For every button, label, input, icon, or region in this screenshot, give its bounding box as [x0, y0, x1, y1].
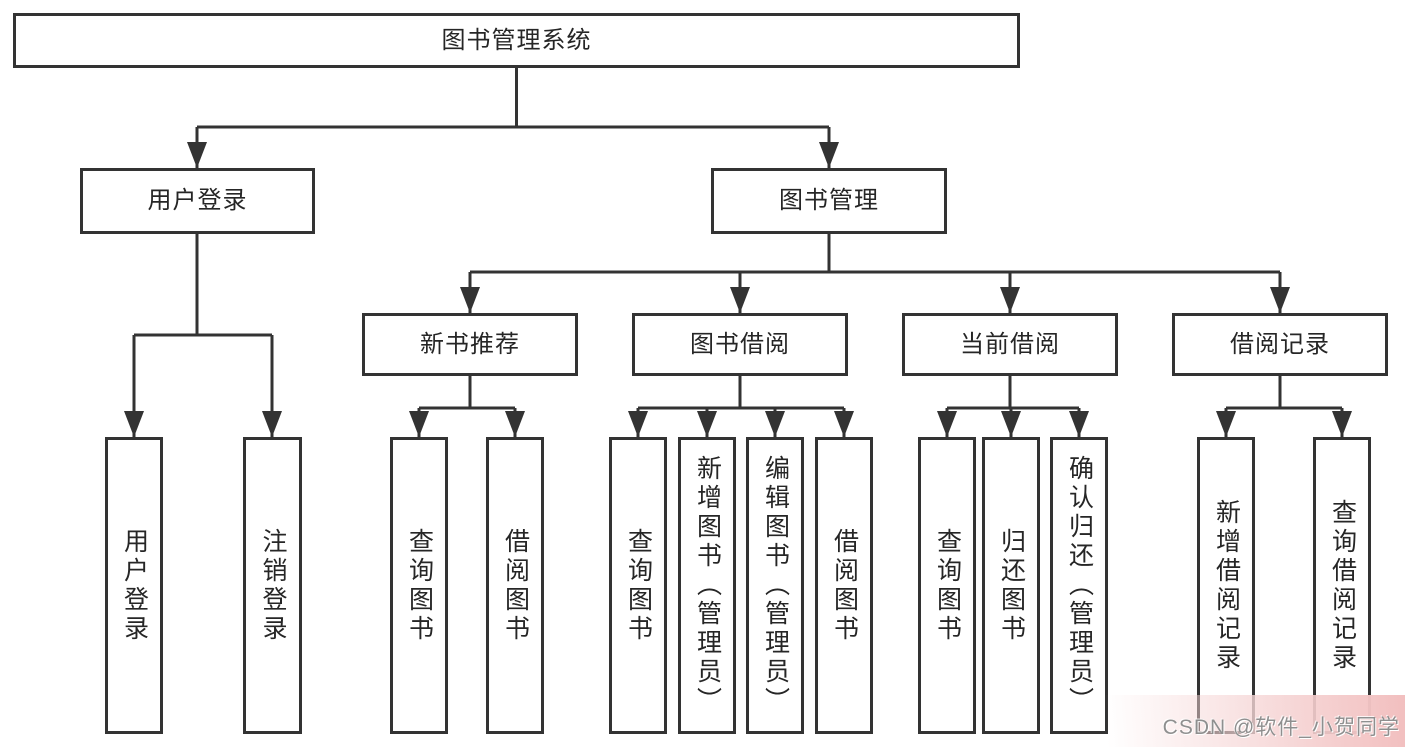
node-bb-add-label: 新增图书（管理员） [693, 455, 722, 716]
node-logout-action: 注销登录 [243, 437, 302, 734]
edge-book-mgmt-trunk [470, 234, 1280, 274]
node-bb-edit-label: 编辑图书（管理员） [761, 455, 790, 716]
node-nb-query: 查询图书 [390, 437, 448, 734]
node-nb-borrow: 借阅图书 [486, 437, 544, 734]
node-root: 图书管理系统 [13, 13, 1020, 68]
node-current-borrow-label: 当前借阅 [960, 330, 1060, 358]
node-login-action: 用户登录 [105, 437, 163, 734]
node-cb-query: 查询图书 [918, 437, 976, 734]
edge-root-trunk [197, 68, 829, 129]
node-book-borrow-label: 图书借阅 [690, 330, 790, 358]
node-cb-query-label: 查询图书 [933, 527, 962, 644]
node-nb-query-label: 查询图书 [405, 527, 434, 644]
edge-borrow-records-trunk [1226, 376, 1342, 410]
node-new-books-label: 新书推荐 [420, 330, 520, 358]
node-bb-add: 新增图书（管理员） [678, 437, 736, 734]
node-bb-borrow-label: 借阅图书 [830, 527, 859, 644]
node-bb-borrow: 借阅图书 [815, 437, 873, 734]
edge-current-borrow-trunk [947, 376, 1079, 410]
node-bb-query-label: 查询图书 [624, 527, 653, 644]
node-rec-add: 新增借阅记录 [1197, 437, 1255, 734]
node-user-login: 用户登录 [80, 168, 315, 234]
node-cb-confirm-label: 确认归还（管理员） [1065, 455, 1094, 716]
edge-user-login-trunk [134, 234, 272, 337]
node-cb-return: 归还图书 [982, 437, 1040, 734]
node-borrow-records: 借阅记录 [1172, 313, 1388, 376]
node-bb-edit: 编辑图书（管理员） [746, 437, 804, 734]
node-borrow-records-label: 借阅记录 [1230, 330, 1330, 358]
node-book-borrow: 图书借阅 [632, 313, 848, 376]
node-login-action-label: 用户登录 [120, 527, 149, 644]
node-rec-query-label: 查询借阅记录 [1328, 498, 1357, 673]
csdn-watermark: CSDN @软件_小贺同学 [1162, 716, 1400, 739]
edge-new-books-trunk [419, 376, 515, 410]
node-new-books: 新书推荐 [362, 313, 578, 376]
node-cb-return-label: 归还图书 [997, 527, 1026, 644]
node-logout-action-label: 注销登录 [259, 527, 287, 644]
node-root-label: 图书管理系统 [441, 26, 592, 54]
node-book-mgmt: 图书管理 [711, 168, 947, 234]
node-nb-borrow-label: 借阅图书 [501, 527, 530, 644]
node-current-borrow: 当前借阅 [902, 313, 1118, 376]
edge-book-borrow-trunk [638, 376, 844, 410]
node-bb-query: 查询图书 [609, 437, 667, 734]
node-book-mgmt-label: 图书管理 [779, 187, 879, 214]
node-rec-add-label: 新增借阅记录 [1212, 498, 1241, 673]
node-user-login-label: 用户登录 [147, 187, 248, 214]
node-cb-confirm: 确认归还（管理员） [1050, 437, 1108, 734]
node-rec-query: 查询借阅记录 [1313, 437, 1371, 734]
